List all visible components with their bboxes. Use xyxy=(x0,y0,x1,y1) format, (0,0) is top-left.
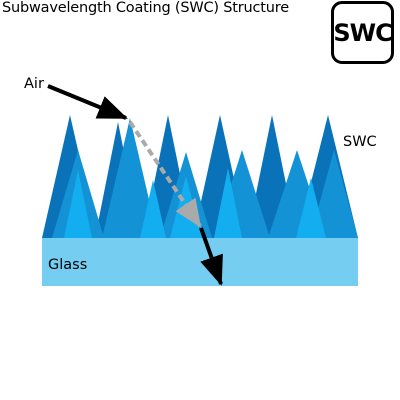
transmitted-ray-arrow xyxy=(199,227,223,286)
swc-badge-icon: SWC xyxy=(331,1,394,64)
swc-label: SWC xyxy=(343,134,377,150)
refracted-ray-arrow xyxy=(128,120,202,228)
swc-cone xyxy=(214,168,242,238)
glass-label: Glass xyxy=(48,257,87,273)
swc-cone xyxy=(310,150,358,238)
incident-ray-arrow xyxy=(47,84,128,120)
glass-substrate xyxy=(42,238,358,286)
swc-cone xyxy=(140,180,166,238)
page-title: Subwavelength Coating (SWC) Structure xyxy=(2,0,289,16)
swc-cone xyxy=(102,118,158,238)
air-label: Air xyxy=(24,76,44,92)
swc-cone xyxy=(296,178,326,238)
swc-cone xyxy=(64,170,92,238)
